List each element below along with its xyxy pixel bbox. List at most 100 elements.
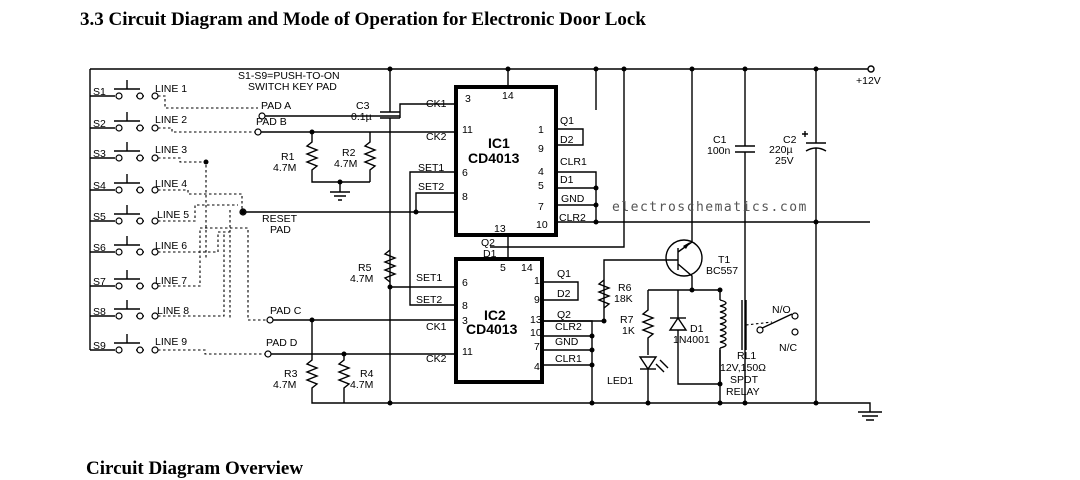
ic2-pin-4: 4 [534,361,540,373]
line-label-4: LINE 4 [155,178,187,190]
ground-symbol-r1 [330,182,350,201]
keypad-note-line1: S1-S9=PUSH-TO-ON [238,70,340,82]
r6-label: R6 [618,282,632,294]
ic1-set-wires [409,171,456,306]
ic1-pin-5: 5 [538,180,544,192]
ic1-clr2: CLR2 [559,212,586,224]
ground-rail [390,402,882,421]
pad-c[interactable] [266,316,274,324]
resistor-r3 [305,320,390,404]
ic2-pin-14: 14 [521,262,533,274]
line-label-6: LINE 6 [155,240,187,252]
relay-value-1: 12V,150Ω [720,362,766,374]
ic2-gnd: GND [555,336,579,348]
c2-value-2: 25V [775,155,794,167]
pad-b[interactable] [254,128,262,136]
ic1-pin-8: 8 [462,191,468,203]
switch-label-s4: S4 [93,180,106,192]
relay-value-2: SPDT [730,374,759,386]
key-switch-s1[interactable] [90,80,159,100]
resistor-r5 [383,249,397,283]
ic2-pin-11: 11 [462,346,473,358]
ic2-chip [454,69,625,384]
switch-label-s7: S7 [93,276,106,288]
key-switch-s8[interactable] [90,300,159,320]
t1-label: T1 [718,254,730,266]
key-switch-s4[interactable] [90,174,159,194]
section-subheading: Circuit Diagram Overview [86,458,304,479]
c3-value: 0.1µ [351,111,372,123]
ic1-pin-14: 14 [502,90,514,102]
r6-value: 18K [614,293,633,305]
watermark: electroschematics.com [612,200,808,215]
r7-label: R7 [620,314,634,326]
ic2-pin-3: 3 [462,315,468,327]
c3-label: C3 [356,100,370,112]
key-switch-s9[interactable] [90,334,159,354]
r4-label: R4 [360,368,374,380]
key-switch-s5[interactable] [90,205,159,225]
r2-value: 4.7M [334,158,357,170]
r2-label: R2 [342,147,356,159]
pad-d[interactable] [264,350,272,358]
capacitor-c1 [735,69,755,403]
led1-label: LED1 [607,375,633,387]
pad-c-label: PAD C [270,305,302,317]
ic2-top-q2: Q2 [481,237,495,249]
ic1-ck1: CK1 [426,98,447,110]
supply-rail [89,65,875,350]
ic1-d1: D1 [560,174,574,186]
ic2-ck2: CK2 [426,353,447,365]
switch-label-s3: S3 [93,148,106,160]
switch-label-s9: S9 [93,340,106,352]
ic1-pin-4: 4 [538,166,544,178]
ic2-pin-10: 10 [530,327,542,339]
ic1-pin-3: 3 [465,93,471,105]
ic2-clr1: CLR1 [555,353,582,365]
ic2-pin-1: 1 [534,275,540,287]
ic2-d2: D2 [557,288,571,300]
key-switch-s7[interactable] [90,270,159,290]
diode-d1 [668,290,720,385]
resistor-r6 [597,279,611,309]
ic1-ck2: CK2 [426,131,447,143]
switch-label-s6: S6 [93,242,106,254]
ic1-pin-13: 13 [494,223,506,235]
r1-value: 4.7M [273,162,296,174]
relay-no-label: N/O [772,304,791,316]
ic1-pin-10: 10 [536,219,548,231]
r1-label: R1 [281,151,295,163]
key-switch-s2[interactable] [90,112,159,132]
key-switch-s6[interactable] [90,236,159,256]
pad-d-label: PAD D [266,337,298,349]
line-label-1: LINE 1 [155,83,187,95]
ic2-set2: SET2 [416,294,442,306]
switch-label-s5: S5 [93,211,106,223]
reset-pad-label-2: PAD [270,224,291,236]
resistor-r4 [337,354,351,403]
r3-label: R3 [284,368,298,380]
relay-rl1 [719,290,799,403]
ic1-chip [454,69,558,237]
ic1-pin-1: 1 [538,124,544,136]
ic1-set2: SET2 [418,181,444,193]
resistor-r7 [641,289,720,355]
ic1-d2: D2 [560,134,574,146]
ic1-clr1: CLR1 [560,156,587,168]
c1-label: C1 [713,134,727,146]
r4-value: 4.7M [350,379,373,391]
capacitor-c2 [802,69,827,403]
line-label-2: LINE 2 [155,114,187,126]
r3-value: 4.7M [273,379,296,391]
ic2-name: IC2 [484,307,506,323]
ic1-q1: Q1 [560,115,574,127]
switch-label-s2: S2 [93,118,106,130]
ic2-pin-8: 8 [462,300,468,312]
pad-b-label: PAD B [256,116,287,128]
ic2-pin-5: 5 [500,262,506,274]
keypad-note-line2: SWITCH KEY PAD [248,81,337,93]
junction-dots [203,66,819,406]
ic2-pin-9: 9 [534,294,540,306]
ic1-pin-6: 6 [462,167,468,179]
switch-label-s8: S8 [93,306,106,318]
